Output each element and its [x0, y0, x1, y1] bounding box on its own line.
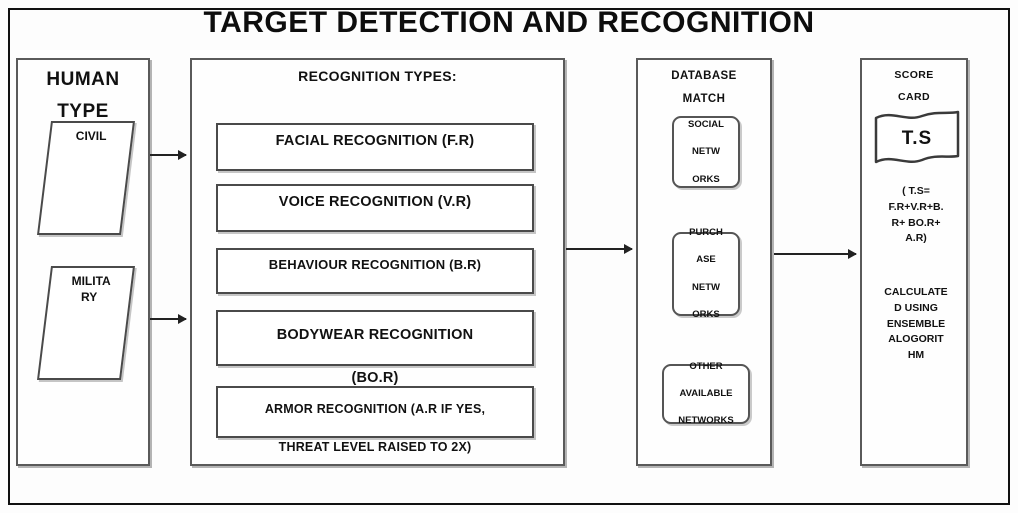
page-title: TARGET DETECTION AND RECOGNITION — [203, 6, 815, 39]
database-match-title-line1: DATABASE — [671, 70, 737, 82]
arrow-human-to-recognition-civil — [150, 150, 187, 160]
score-card-formula-line1: ( T.S= — [902, 185, 930, 197]
database-item-purchase-networks-line2: ASE — [696, 254, 716, 266]
human-type-military-label-line1: MILITA — [71, 274, 111, 288]
score-card-method-line4: ALOGORIT — [888, 333, 944, 346]
database-item-social-networks-label: SOCIAL NETW ORKS — [674, 118, 738, 187]
recognition-item-behaviour-label: BEHAVIOUR RECOGNITION (B.R) — [268, 257, 482, 272]
recognition-item-voice-label: VOICE RECOGNITION (V.R) — [278, 194, 472, 210]
recognition-item-armor-label-line1: ARMOR RECOGNITION (A.R IF YES, — [264, 402, 486, 416]
recognition-types-title: RECOGNITION TYPES: — [298, 68, 457, 84]
database-item-social-networks-line2: NETW — [692, 146, 720, 158]
arrow-database-to-scorecard — [774, 249, 857, 259]
score-card-method-line3: ENSEMBLE — [886, 317, 946, 330]
score-card-formula-line4: A.R) — [905, 232, 927, 245]
recognition-item-voice[interactable]: VOICE RECOGNITION (V.R) — [216, 184, 534, 232]
score-card-formula: ( T.S= F.R+V.R+B. R+ BO.R+ A.R) — [866, 184, 966, 247]
human-type-military-label-line2: RY — [81, 290, 98, 304]
human-type-military-shape[interactable]: MILITA RY — [37, 266, 135, 380]
database-item-purchase-networks-line4: ORKS — [692, 309, 720, 321]
database-match-panel: DATABASE MATCH SOCIAL NETW ORKS PURCH AS… — [636, 58, 772, 466]
score-card-flag-shape: T.S — [872, 108, 962, 170]
recognition-item-bodywear[interactable]: BODYWEAR RECOGNITION (BO.R) — [216, 310, 534, 386]
arrow-recognition-to-database — [566, 244, 633, 254]
database-item-purchase-networks-line1: PURCH — [689, 226, 723, 238]
score-card-method: CALCULATE D USING ENSEMBLE ALOGORIT HM — [866, 285, 966, 364]
human-type-title-line1: HUMAN — [46, 69, 120, 90]
score-card-formula-line2: F.R+V.R+B. — [888, 200, 944, 213]
recognition-types-panel: RECOGNITION TYPES: FACIAL RECOGNITION (F… — [190, 58, 565, 466]
score-card-title-line1: SCORE — [894, 69, 934, 81]
recognition-item-armor-label: ARMOR RECOGNITION (A.R IF YES, THREAT LE… — [218, 388, 532, 456]
database-item-purchase-networks[interactable]: PURCH ASE NETW ORKS — [672, 227, 740, 320]
score-card-method-line1: CALCULATE — [884, 286, 948, 298]
score-card-title-line2: CARD — [898, 91, 930, 104]
database-item-social-networks[interactable]: SOCIAL NETW ORKS — [672, 116, 740, 188]
recognition-item-facial-label: FACIAL RECOGNITION (F.R) — [275, 133, 475, 149]
database-item-other-networks-line3: NETWORKS — [678, 414, 734, 426]
database-item-other-networks-label: OTHER AVAILABLE NETWORKS — [664, 360, 748, 427]
human-type-civil-label: CIVIL — [75, 129, 107, 143]
human-type-civil-shape[interactable]: CIVIL — [37, 121, 135, 235]
recognition-item-bodywear-label-line2: (BO.R) — [351, 370, 399, 387]
score-card-method-line2: D USING — [894, 301, 938, 314]
database-match-title-line2: MATCH — [682, 93, 726, 106]
score-card-method-line5: HM — [907, 349, 925, 361]
database-item-other-networks[interactable]: OTHER AVAILABLE NETWORKS — [662, 361, 750, 426]
score-card-panel: SCORE CARD T.S ( T.S= F.R+V.R+B. R+ BO.R… — [860, 58, 968, 466]
score-card-formula-line3: R+ BO.R+ — [891, 216, 941, 229]
database-item-other-networks-line2: AVAILABLE — [679, 388, 733, 400]
score-card-flag-label: T.S — [901, 128, 933, 149]
recognition-item-armor[interactable]: ARMOR RECOGNITION (A.R IF YES, THREAT LE… — [216, 386, 534, 454]
recognition-item-bodywear-label: BODYWEAR RECOGNITION (BO.R) — [218, 312, 532, 387]
database-item-social-networks-line1: SOCIAL — [688, 118, 724, 130]
database-item-other-networks-line1: OTHER — [689, 361, 723, 373]
database-item-purchase-networks-line3: NETW — [692, 281, 720, 293]
database-item-purchase-networks-label: PURCH ASE NETW ORKS — [674, 226, 738, 322]
banner-icon — [874, 110, 960, 164]
human-type-title-line2: TYPE — [57, 100, 109, 122]
arrow-human-to-recognition-military — [150, 314, 187, 324]
recognition-item-behaviour[interactable]: BEHAVIOUR RECOGNITION (B.R) — [216, 248, 534, 294]
human-type-panel: HUMAN TYPE CIVIL MILITA RY — [16, 58, 150, 466]
recognition-item-armor-label-line2: THREAT LEVEL RAISED TO 2X) — [278, 440, 472, 455]
database-item-social-networks-line3: ORKS — [692, 173, 720, 185]
recognition-item-facial[interactable]: FACIAL RECOGNITION (F.R) — [216, 123, 534, 171]
recognition-item-bodywear-label-line1: BODYWEAR RECOGNITION — [276, 327, 474, 343]
